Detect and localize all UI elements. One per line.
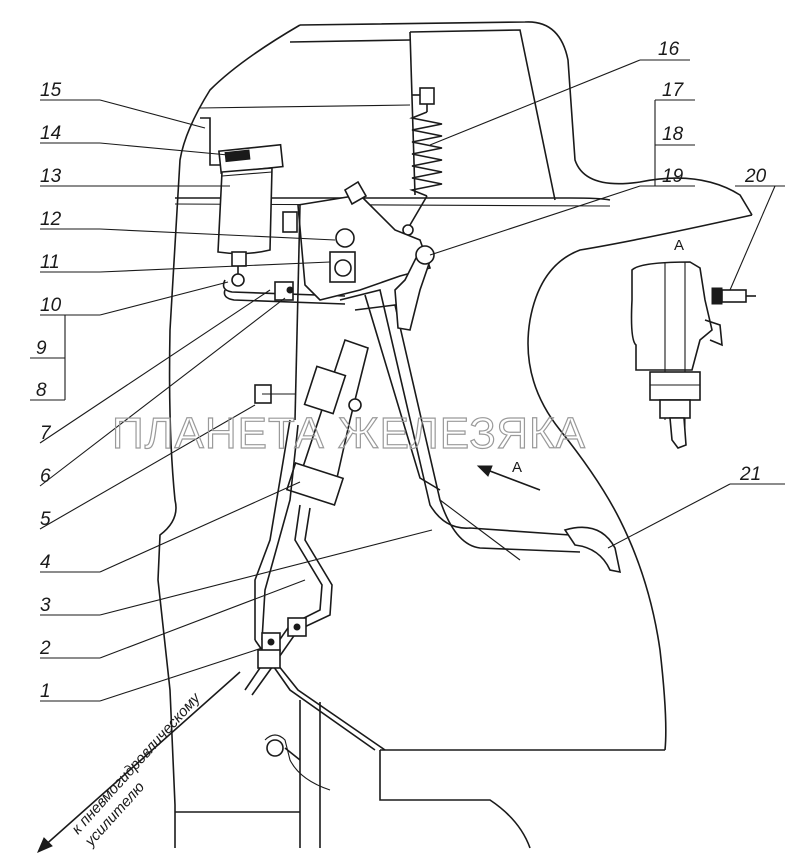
pedal-lever: [339, 289, 622, 574]
callout-3: 3: [40, 595, 51, 616]
callout-13: 13: [40, 166, 62, 187]
callout-9: 9: [36, 338, 47, 359]
return-spring: [402, 87, 443, 236]
view-direction-arrow: [476, 465, 541, 491]
callout-17: 17: [662, 80, 685, 101]
callout-15: 15: [40, 80, 62, 101]
callout-10: 10: [40, 295, 62, 316]
callout-18: 18: [662, 124, 684, 145]
callout-5: 5: [40, 509, 51, 530]
master-cylinder: [285, 245, 435, 507]
arrow-a-label: A: [512, 459, 522, 476]
callout-8: 8: [36, 380, 47, 401]
callout-6: 6: [40, 466, 51, 487]
mount-hole: [266, 739, 284, 757]
view-a-label: A: [674, 237, 684, 254]
hydraulic-pipes: [244, 419, 386, 751]
pedal-bracket: [254, 180, 432, 421]
callout-20: 20: [744, 166, 767, 187]
callout-7: 7: [40, 423, 52, 444]
leader-lines: [30, 59, 785, 853]
callout-2: 2: [39, 638, 51, 659]
brake-valve: [200, 117, 284, 287]
callout-11: 11: [40, 252, 60, 273]
watermark: ПЛАНЕТА ЖЕЛЕЗЯКА: [112, 409, 586, 458]
callout-4: 4: [40, 552, 51, 573]
callout-21: 21: [739, 464, 761, 485]
callout-14: 14: [40, 123, 61, 144]
caption-line-1: к пневмогидровлическому: [68, 689, 204, 838]
callout-1: 1: [40, 681, 51, 702]
linkage-rod: [222, 279, 346, 305]
callout-numbers: 1 2 3 4 5 6 7 8 9 10 11 12 13 14 15 16 1…: [36, 39, 767, 702]
caption: к пневмогидровлическому усилителю: [68, 689, 204, 851]
cab-outline: [157, 21, 753, 849]
callout-12: 12: [40, 209, 62, 230]
callout-16: 16: [658, 39, 680, 60]
callout-19: 19: [662, 166, 684, 187]
view-a-detail: [630, 261, 756, 449]
